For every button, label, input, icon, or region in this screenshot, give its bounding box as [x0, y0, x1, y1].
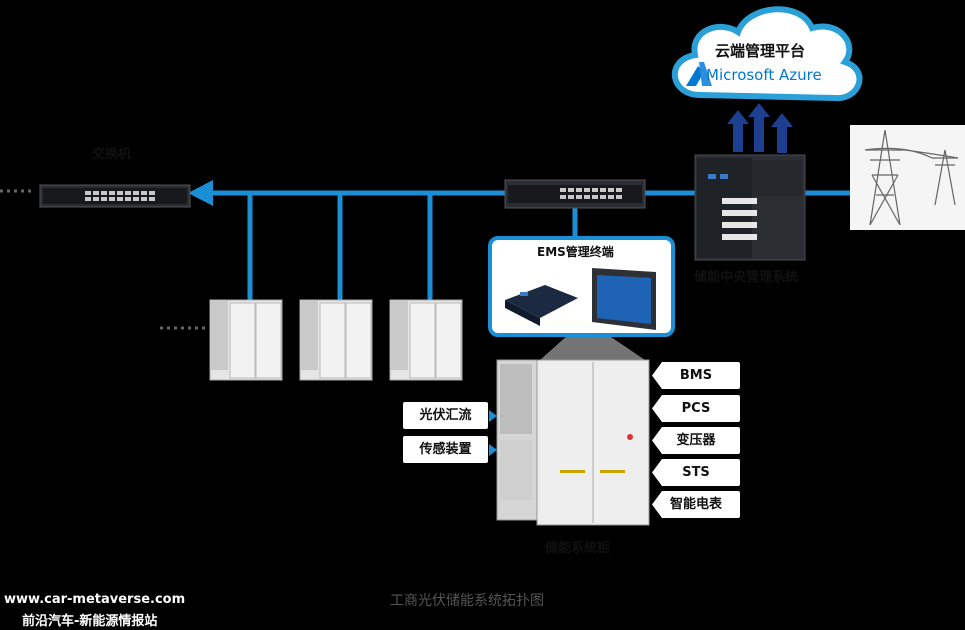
cabinet-label: 储能系统柜 [545, 541, 611, 556]
watermark-subtitle: 前沿汽车-新能源情报站 [22, 614, 158, 629]
left-arrowhead [188, 180, 213, 206]
azure-logo-icon [686, 62, 712, 86]
ems-box-pc-icon [505, 285, 578, 326]
center-switch-device [504, 179, 646, 209]
right-tag-bms: BMS [652, 362, 740, 389]
cloud [672, 6, 863, 102]
small-cabinet-3 [389, 299, 463, 381]
ems-touch-panel-icon [592, 268, 656, 330]
central-management-computer [694, 154, 806, 261]
small-cabinet-1 [209, 299, 283, 381]
small-cabinet-2 [299, 299, 373, 381]
main-storage-cabinet [496, 359, 650, 526]
power-tower-icon [850, 125, 965, 230]
diagram-caption: 工商光伏储能系统拓扑图 [390, 593, 544, 609]
upload-arrows-icon [727, 103, 793, 153]
right-tag-sts: STS [652, 459, 740, 486]
tag-arrows [489, 410, 497, 456]
left-switch-device [39, 184, 191, 208]
azure-brand-text: Microsoft Azure [706, 66, 822, 84]
cloud-shape [672, 6, 863, 102]
left-tag-pv-combiner: 光伏汇流 [403, 402, 488, 429]
ems-title: EMS管理终端 [537, 245, 614, 259]
central-system-label: 储能中央管理系统 [694, 270, 799, 285]
switch-label: 交换机 [92, 147, 132, 162]
right-tag-pcs: PCS [652, 395, 740, 422]
right-tag-transformer: 变压器 [652, 427, 740, 454]
cloud-title: 云端管理平台 [715, 42, 806, 60]
right-tag-smart-meter: 智能电表 [652, 491, 740, 518]
watermark-url: www.car-metaverse.com [4, 592, 186, 607]
ems-callout [488, 236, 675, 360]
left-tag-sensor: 传感装置 [403, 436, 488, 463]
